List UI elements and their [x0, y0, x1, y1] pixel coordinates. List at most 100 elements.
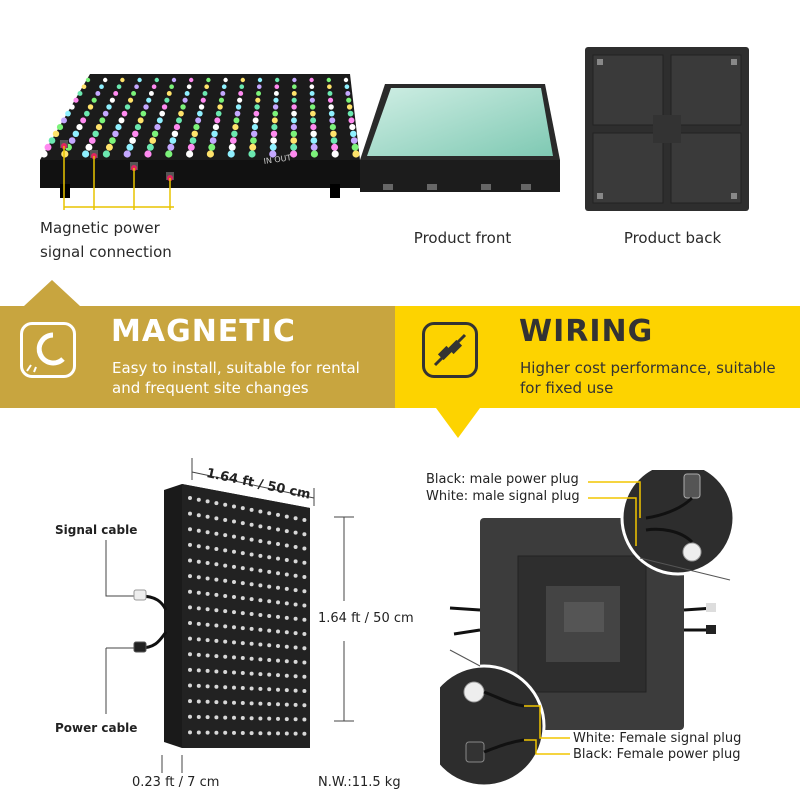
led-dot: [276, 731, 280, 736]
led-dot: [276, 687, 280, 692]
led-dot: [329, 124, 336, 131]
led-dot: [232, 610, 236, 615]
led-dot: [232, 730, 236, 735]
led-dot: [240, 611, 245, 616]
led-dot: [258, 686, 263, 691]
led-dot: [106, 104, 112, 110]
led-dot: [196, 513, 201, 518]
led-dot: [290, 143, 298, 151]
led-dot: [267, 657, 272, 662]
led-dot: [69, 104, 75, 110]
in-out-mark: IN OUT: [263, 153, 292, 166]
led-dot: [267, 599, 272, 604]
led-dot: [188, 730, 192, 735]
led-dot: [284, 659, 289, 664]
led-dot: [267, 584, 272, 589]
led-dot: [346, 97, 352, 103]
led-dot: [267, 643, 272, 648]
led-dot: [82, 150, 90, 158]
led-dot: [205, 607, 210, 612]
led-dot: [250, 130, 258, 138]
led-dot: [221, 84, 227, 90]
led-dot: [351, 143, 359, 151]
led-dot: [118, 117, 125, 124]
led-dot: [267, 672, 272, 677]
led-dot: [87, 104, 94, 110]
led-dot: [223, 548, 228, 553]
led-dot: [249, 671, 254, 676]
led-dot: [291, 91, 297, 96]
led-dot: [276, 629, 280, 634]
led-dot: [293, 602, 298, 607]
led-dot: [176, 117, 182, 124]
power-cable-label: Power cable: [55, 721, 138, 735]
led-dot: [188, 496, 192, 500]
tile-caption-line1: Magnetic power: [40, 219, 160, 237]
led-dot: [146, 97, 152, 103]
led-dot: [126, 143, 134, 151]
led-dot: [302, 632, 307, 636]
led-dot: [302, 532, 307, 537]
led-dot: [302, 603, 307, 608]
led-dot: [208, 143, 216, 151]
led-dot: [214, 516, 219, 521]
led-dot: [169, 84, 174, 90]
female-signal-label: White: Female signal plug: [573, 731, 742, 746]
led-dot: [166, 91, 172, 96]
led-dot: [284, 543, 289, 548]
magnetic-line1: Easy to install, suitable for rental: [112, 359, 360, 377]
led-dot: [249, 641, 254, 646]
led-dot: [188, 542, 192, 547]
led-dot: [258, 642, 263, 647]
led-dot: [124, 104, 131, 110]
led-dot: [267, 511, 272, 516]
led-dot: [196, 637, 201, 642]
wiring-line2: for fixed use: [520, 379, 614, 397]
led-dot: [290, 150, 298, 158]
led-dot: [165, 150, 173, 158]
led-dot: [284, 688, 289, 693]
led-dot: [151, 130, 159, 138]
led-dot: [115, 124, 122, 131]
led-dot: [275, 77, 280, 83]
led-dot: [350, 130, 357, 138]
led-dot: [191, 130, 198, 138]
led-dot: [291, 117, 297, 124]
led-dot: [292, 77, 297, 83]
led-dot: [205, 561, 210, 566]
led-dot: [173, 124, 181, 131]
led-dot: [240, 566, 245, 571]
led-dot: [267, 613, 272, 618]
led-dot: [249, 567, 254, 572]
led-dot: [330, 130, 337, 138]
led-dot: [276, 585, 280, 590]
led-dot: [344, 84, 350, 90]
led-dot: [267, 540, 272, 545]
led-dot: [255, 97, 261, 103]
led-dot: [249, 582, 254, 587]
led-dot: [113, 91, 119, 96]
led-dot: [352, 150, 360, 158]
led-dot: [284, 630, 289, 635]
wiring-back-image: [440, 470, 736, 788]
led-dot: [197, 110, 203, 117]
led-dot: [196, 714, 201, 719]
led-dot: [182, 97, 188, 103]
led-dot: [214, 547, 219, 551]
led-dot: [204, 84, 210, 90]
led-dot: [188, 683, 192, 688]
led-dot: [205, 576, 210, 581]
led-dot: [186, 84, 192, 90]
led-dot: [167, 143, 175, 151]
led-dot: [120, 77, 125, 83]
led-dot: [223, 624, 228, 629]
led-dot: [223, 609, 228, 614]
led-dot: [143, 104, 149, 110]
led-dot: [229, 137, 237, 144]
led-dot: [205, 638, 210, 643]
led-dot: [310, 124, 317, 131]
led-dot: [293, 702, 298, 707]
led-dot: [284, 702, 289, 707]
led-dot: [156, 117, 163, 124]
callout-bracket: [64, 206, 174, 208]
